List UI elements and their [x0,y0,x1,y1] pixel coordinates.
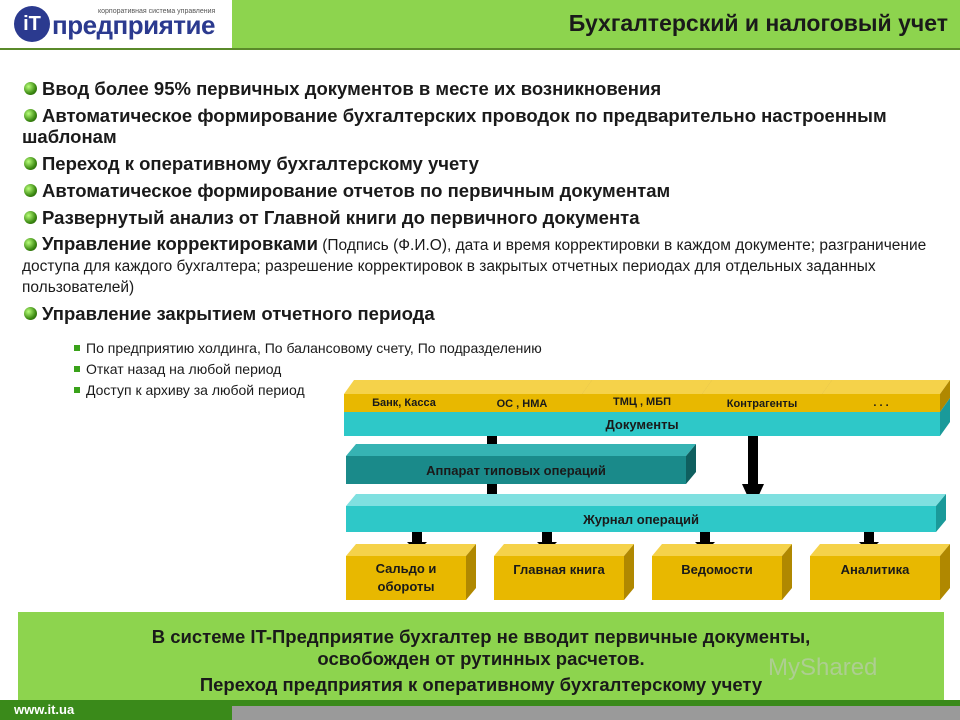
bullet-item: Автоматическое формирование отчетов по п… [22,180,937,201]
summary-box: В системе IT-Предприятие бухгалтер не вв… [18,612,944,700]
summary-line: В системе IT-Предприятие бухгалтер не вв… [151,626,811,647]
bullet-text: Управление корректировками [42,233,318,254]
summary-line: Переход предприятия к оперативному бухга… [199,674,763,695]
bullet-text: Управление закрытием отчетного периода [42,303,435,324]
bullet-dot-icon [24,82,37,95]
footer-url-link[interactable]: www.it.ua [14,702,75,717]
bullet-text: Автоматическое формирование бухгалтерски… [22,105,887,147]
bullet-item: Автоматическое формирование бухгалтерски… [22,105,937,147]
square-bullet-icon [74,387,80,393]
title-bar: Бухгалтерский и налоговый учет [232,0,960,48]
logo-tagline: корпоративная система управления [98,8,216,15]
bullet-detail: (Подпись (Ф.И.О), дата и время корректир… [22,237,927,296]
output-box-general-ledger[interactable] [494,544,634,600]
output-box-analytics[interactable] [810,544,950,600]
journal-label: Журнал операций [583,512,699,527]
sub-bullet-item: По предприятию холдинга, По балансовому … [74,338,542,359]
source-box-counterparties[interactable] [702,380,832,412]
sub-bullet-item: Доступ к архиву за любой период [74,380,542,401]
bullet-list: Ввод более 95% первичных документов в ме… [22,78,937,330]
bullet-dot-icon [24,211,37,224]
source-box-more[interactable] [822,380,950,412]
sub-bullet-text: Доступ к архиву за любой период [86,382,305,398]
bullet-text: Ввод более 95% первичных документов в ме… [42,78,662,99]
source-label: Контрагенты [726,398,798,410]
journal-bar[interactable] [346,494,946,532]
output-box-balance[interactable] [346,544,476,600]
bullet-dot-icon [24,157,37,170]
documents-bar[interactable] [344,398,950,436]
documents-label: Документы [605,417,679,432]
source-box-bank[interactable] [344,380,474,412]
sub-bullet-text: По предприятию холдинга, По балансовому … [86,340,542,356]
output-label: Ведомости [681,562,753,577]
output-box-statements[interactable] [652,544,792,600]
header-divider [0,48,960,50]
sub-bullet-list: По предприятию холдинга, По балансовому … [74,338,542,401]
header: iT предприятие корпоративная система упр… [0,0,960,48]
bullet-dot-icon [24,184,37,197]
operations-apparatus-bar[interactable] [346,444,696,484]
output-label: Сальдо и обороты [375,561,437,594]
bullet-dot-icon [24,238,37,251]
sub-bullet-item: Откат назад на любой период [74,359,542,380]
bullet-dot-icon [24,307,37,320]
bullet-dot-icon [24,109,37,122]
source-label: ТМЦ , МБП [612,396,672,408]
bullet-text: Переход к оперативному бухгалтерскому уч… [42,153,479,174]
logo-text: предприятие [52,10,215,40]
logo-mark: iT [14,6,50,42]
bullet-text: Автоматическое формирование отчетов по п… [42,180,671,201]
bullet-text: Развернутый анализ от Главной книги до п… [42,207,640,228]
source-label: ОС , НМА [496,398,548,410]
square-bullet-icon [74,366,80,372]
output-label: Аналитика [840,562,910,577]
watermark: MyShared [768,654,878,681]
apparatus-label: Аппарат типовых операций [426,463,606,478]
bullet-item: Переход к оперативному бухгалтерскому уч… [22,153,937,174]
source-box-os-nma[interactable] [462,380,592,412]
bullet-item: Управление корректировками (Подпись (Ф.И… [22,234,937,297]
bullet-item: Управление закрытием отчетного периода [22,303,937,324]
source-label: Банк, Касса [372,397,436,409]
logo[interactable]: iT предприятие корпоративная система упр… [0,0,232,48]
output-label: Главная книга [513,562,605,577]
footer-stripe [232,706,960,720]
bullet-item: Ввод более 95% первичных документов в ме… [22,78,937,99]
sub-bullet-text: Откат назад на любой период [86,361,282,377]
square-bullet-icon [74,345,80,351]
bullet-item: Развернутый анализ от Главной книги до п… [22,207,937,228]
source-label: . . . [873,397,889,409]
page-title: Бухгалтерский и налоговый учет [568,10,948,36]
summary-line: освобожден от рутинных расчетов. [317,648,645,669]
